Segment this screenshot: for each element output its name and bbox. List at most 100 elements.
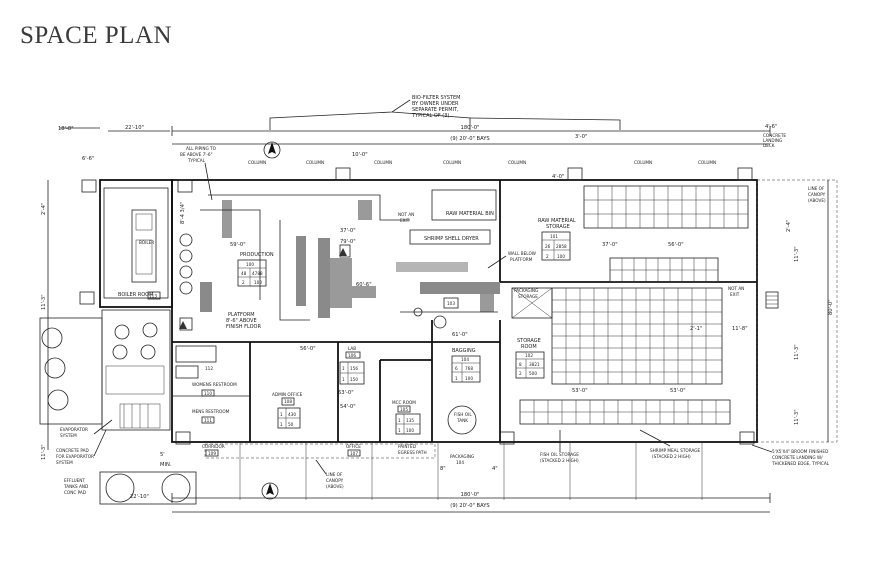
- plan-label: FINISH FLOOR: [226, 324, 261, 330]
- column-labels-top: COLUMN COLUMN COLUMN COLUMN COLUMN COLUM…: [248, 160, 716, 165]
- plan-label: WOMENS RESTROOM: [192, 382, 237, 387]
- plan-label: 100: [465, 376, 473, 381]
- dim-37-0b: 37'-0": [602, 242, 618, 248]
- biofilter-note: BIO-FILTER SYSTEM BY OWNER UNDER SEPARAT…: [269, 95, 621, 130]
- plan-label: (ABOVE): [326, 484, 344, 489]
- plan-label: OFFICE: [346, 444, 361, 449]
- plan-label: FOR EVAPORATOR: [56, 454, 94, 459]
- landing-deck-note-2: LANDING: [763, 138, 782, 143]
- dim-53-0b: 53'-0": [670, 388, 686, 394]
- plan-label: STORAGE: [518, 294, 538, 299]
- plan-label: 1: [398, 428, 401, 433]
- plan-label: BE ABOVE 7'-6": [180, 152, 213, 157]
- boiler-room-num: 113: [149, 294, 157, 299]
- plan-label: SHRIMP MEAL STORAGE: [650, 448, 700, 453]
- plan-label: 4": [492, 466, 498, 472]
- plan-label: 8: [519, 362, 522, 367]
- plan-label: NOT AN: [398, 212, 414, 217]
- plan-label: 8": [440, 466, 446, 472]
- dim-37-0a: 37'-0": [340, 228, 356, 234]
- plan-label: 11'-3": [794, 409, 800, 425]
- boiler-room: BOILER BOILER ROOM 113 8'-4 3/4": [103, 187, 193, 300]
- plan-label: 1: [280, 412, 283, 417]
- landing-deck-note-3: DECK: [763, 143, 775, 148]
- plan-label: ADMIN OFFICE: [272, 392, 303, 397]
- plan-label: 2: [242, 280, 245, 285]
- top-dimensions: 180'-0" (9) 20'-0" BAYS 18'-8" 22'-10" 4…: [58, 124, 786, 180]
- plan-label: 104: [456, 460, 464, 465]
- plan-label: CANOPY: [326, 478, 344, 483]
- plan-label: 1: [398, 418, 401, 423]
- piping-note: ALL PIPING TO BE ABOVE 7'-6" TYPICAL: [180, 146, 217, 201]
- plan-label: PACKAGING: [514, 288, 538, 293]
- dim-79-0: 79'-0": [340, 239, 356, 245]
- boiler-label: BOILER: [139, 240, 154, 245]
- column-label: COLUMN: [634, 160, 652, 165]
- dim-4-6: 4'-6": [765, 124, 777, 130]
- plan-label: 5'X5'X4" BROOM FINISHED: [772, 449, 828, 454]
- plan-label: 50: [288, 422, 294, 427]
- plan-label: (STACKED 2 HIGH): [540, 458, 579, 463]
- plan-label: TYPICAL OF (3): [411, 113, 449, 119]
- plan-label: NOT AN: [728, 286, 744, 291]
- plan-label: RAW MATERIAL BIN: [446, 211, 494, 217]
- plan-label: CONCRETE LANDING W/: [772, 455, 823, 460]
- plan-label: 3821: [529, 362, 540, 367]
- plan-label: EGRESS PATH: [398, 450, 427, 455]
- plan-label: 1: [342, 377, 345, 382]
- dim-56-0: 56'-0": [668, 242, 684, 248]
- plan-label: THICKENED EDGE, TYPICAL: [771, 461, 830, 466]
- dim-18-8: 18'-8": [58, 126, 74, 132]
- bagging-area: 61'-0" BAGGING 104 6 768 1 100 FISH OIL …: [431, 320, 501, 472]
- plan-label: 110: [204, 391, 212, 396]
- column-label: COLUMN: [698, 160, 716, 165]
- raw-material-storage: RAW MATERIAL STORAGE 101 26 2858 2 100 3…: [499, 180, 757, 283]
- plan-label: ROOM: [521, 344, 537, 350]
- plan-label: 101: [550, 234, 558, 239]
- plan-label: TANK: [456, 418, 468, 423]
- plan-label: 1: [342, 366, 345, 371]
- dim-22-10-bottom: 22'-10": [130, 494, 149, 500]
- production-equipment: 59'-0" 37'-0" 79'-0" 60'-6": [179, 194, 500, 331]
- plan-label: 11'-3": [41, 444, 47, 460]
- plan-label: 109: [208, 451, 216, 456]
- production-name: PRODUCTION: [240, 252, 274, 258]
- plan-label: CONCRETE PAD: [56, 448, 89, 453]
- plan-label: 11'-3": [794, 246, 800, 262]
- plan-label: 100: [557, 254, 565, 259]
- plan-label: 156: [350, 366, 358, 371]
- plan-label: SYSTEM: [56, 460, 73, 465]
- boiler-room-name: BOILER ROOM: [118, 292, 153, 298]
- top-bays-dim: (9) 20'-0" BAYS: [450, 136, 489, 142]
- column-label: COLUMN: [508, 160, 526, 165]
- plan-label: 11'-8": [732, 326, 748, 332]
- plan-label: 2'-1": [690, 326, 702, 332]
- plan-label: CONC PAD: [64, 490, 86, 495]
- plan-label: 103: [447, 301, 455, 306]
- column-label: COLUMN: [374, 160, 392, 165]
- column-label: COLUMN: [443, 160, 461, 165]
- plan-label: 2'-4": [786, 220, 792, 232]
- plan-label: LINE OF: [326, 472, 343, 477]
- plan-label: 108: [284, 399, 292, 404]
- dim-6-6: 6'-6": [82, 156, 94, 162]
- evaporator-area: EVAPORATOR SYSTEM CONCRETE PAD FOR EVAPO…: [39, 309, 197, 505]
- plan-label: 111: [204, 418, 212, 423]
- plan-label: MCC ROOM: [392, 400, 416, 405]
- plan-label: MIN.: [160, 462, 172, 468]
- plan-label: 1: [455, 376, 458, 381]
- plan-label: 106: [348, 353, 356, 358]
- left-dimensions: 2'-4" 11'-3" 11'-3": [41, 180, 49, 460]
- north-arrow-top: [263, 141, 281, 159]
- north-arrow-bottom: [261, 482, 279, 500]
- plan-label: (STACKED 2 HIGH): [652, 454, 691, 459]
- landing-deck-note-1: CONCRETE: [763, 133, 786, 138]
- plan-label: BY OWNER UNDER: [412, 101, 459, 107]
- plan-label: SYSTEM: [60, 433, 77, 438]
- bottom-total-dim: 180'-0": [461, 492, 480, 498]
- plan-label: 2: [519, 371, 522, 376]
- plan-label: 102: [525, 353, 533, 358]
- bottom-dimensions: 180'-0" (9) 20'-0" BAYS: [171, 442, 771, 513]
- plan-label: 135: [406, 418, 414, 423]
- lower-left-rooms: 56'-0" 63'-0" 54'-0" WOMENS RESTROOM 110…: [172, 341, 436, 489]
